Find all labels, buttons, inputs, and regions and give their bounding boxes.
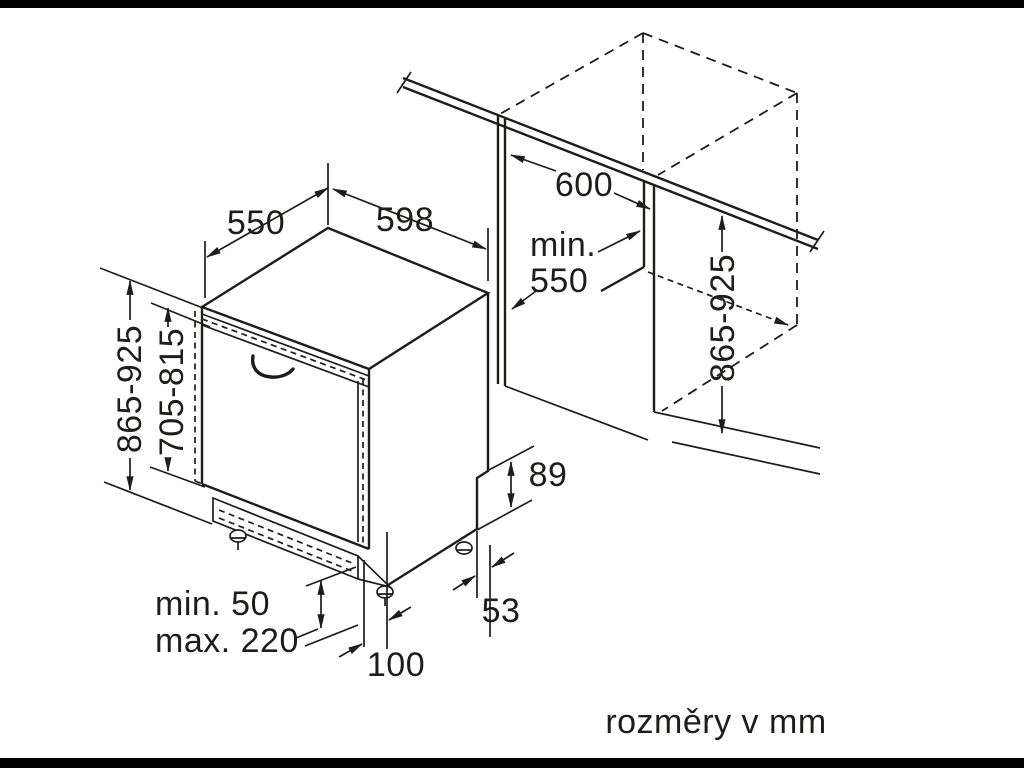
dimension-extension-lines — [476, 531, 491, 637]
dimension-leader-left — [509, 154, 557, 172]
dimension-extension-lines — [149, 302, 211, 488]
foot-screw-front — [377, 593, 393, 606]
countertop-end-ticks — [396, 71, 825, 253]
niche-structure — [496, 116, 821, 475]
dimension-label-value: 550 — [530, 262, 588, 300]
plinth-dashed-lines — [218, 509, 353, 572]
dishwasher-top-face — [199, 226, 491, 371]
dishwasher — [194, 226, 491, 606]
adjustable-foot-left — [229, 529, 247, 543]
dimension-arrow-left — [452, 575, 476, 591]
dimension-arrow-right — [491, 552, 515, 568]
dishwasher-door-face — [200, 307, 371, 551]
dim-appliance-width: 598 — [332, 188, 489, 281]
dimension-leader-right — [613, 192, 651, 210]
dim-plinth-range: min. 50 max. 220 — [155, 566, 359, 660]
door-detail-lines — [201, 313, 370, 542]
dimension-label: 53 — [482, 592, 521, 630]
dimension-label: 100 — [367, 646, 425, 684]
dimension-label-min: min. 50 — [155, 585, 270, 623]
dimension-label: 705-815 — [153, 328, 191, 456]
niche-right-side-panel — [600, 181, 656, 412]
dim-niche-height: 865-925 — [704, 214, 742, 435]
countertop-lines — [402, 76, 819, 251]
niche-floor-lines — [504, 385, 821, 475]
dimension-label: 600 — [555, 166, 613, 204]
dimension-line — [332, 188, 487, 250]
dimension-leader — [295, 628, 319, 639]
dimension-label-max: max. 220 — [155, 622, 299, 660]
dimension-extension-lines — [476, 445, 535, 531]
countertop — [396, 71, 825, 253]
dimension-leader-upper — [597, 230, 641, 253]
door-seal-dashed-lines — [194, 311, 370, 546]
adjustable-foot-front — [376, 585, 394, 599]
letterbox-bottom-bar — [0, 758, 1024, 768]
dim-niche-width: 600 — [509, 154, 651, 210]
letterbox-top-bar — [0, 0, 1024, 8]
dimension-label: 865-925 — [111, 325, 149, 453]
dimension-label: 89 — [529, 456, 568, 494]
dim-front-foot-offset: 100 — [338, 532, 425, 684]
niche-volume-dashed-outline — [499, 32, 798, 412]
niche-depth-dashed-arrow — [647, 271, 789, 326]
dim-appliance-height: 865-925 — [99, 267, 213, 525]
dimension-arrow-left — [338, 643, 363, 658]
dim-rear-foot-height: 89 — [476, 445, 568, 531]
adjustable-foot-right — [455, 541, 473, 555]
dimension-line — [206, 187, 329, 258]
dimension-extension-lines — [363, 532, 388, 649]
dim-appliance-depth: 550 — [204, 163, 329, 298]
door-handle — [250, 354, 295, 379]
adjustable-feet — [229, 529, 473, 606]
dimension-extension-lines — [99, 267, 213, 525]
dimension-extension-lines — [304, 566, 359, 647]
units-note: rozměry v mm — [605, 703, 826, 741]
dimension-leader-lower — [511, 290, 537, 310]
dim-niche-depth: min. 550 — [511, 226, 641, 310]
dimension-label-prefix: min. — [530, 226, 596, 264]
dim-rear-foot-offset: 53 — [452, 531, 521, 637]
dimension-label: 598 — [376, 201, 434, 239]
niche-left-side-panel — [496, 116, 507, 386]
dim-door-panel-height: 705-815 — [149, 302, 211, 488]
dimension-label: 550 — [227, 204, 285, 242]
dishwasher-side-face — [387, 293, 490, 587]
foot-screw-left — [230, 537, 246, 550]
dimension-arrow-right — [388, 606, 412, 621]
dimension-label: 865-925 — [704, 254, 742, 382]
niche-volume — [499, 32, 798, 412]
